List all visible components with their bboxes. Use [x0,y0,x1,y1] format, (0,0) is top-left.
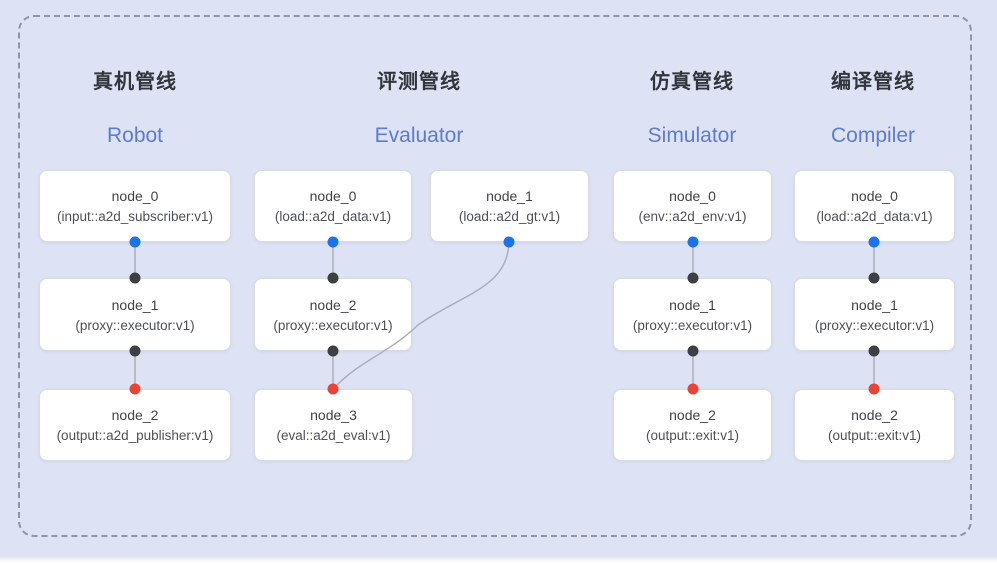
node-name: node_0 [669,188,716,204]
node-type: (output::exit:v1) [827,428,922,443]
pipeline-title-en-compiler: Compiler [830,124,916,147]
pipeline-title-en-robot: Robot [106,124,164,147]
node-name: node_2 [309,296,357,313]
node-box-simulator-node-2: node_2 (output::exit:v1) [613,389,772,461]
node-box-simulator-node-1: node_1 (proxy::executor:v1) [613,278,772,351]
node-box-compiler-node-1: node_1 (proxy::executor:v1) [794,278,955,351]
node-name: node_0 [111,188,159,204]
node-type: (input::a2d_subscriber:v1) [56,209,214,224]
node-type: (load::a2d_data:v1) [816,209,933,224]
node-type: (proxy::executor:v1) [273,317,393,333]
node-name: node_2 [111,407,159,423]
node-box-compiler-node-2: node_2 (output::exit:v1) [794,389,955,461]
node-type: (output::exit:v1) [645,428,740,443]
pipeline-title-zh-evaluator: 评测管线 [377,71,461,93]
node-box-robot-node-1: node_1 (proxy::executor:v1) [39,278,231,351]
node-type: (eval::a2d_eval:v1) [276,428,391,443]
node-type: (proxy::executor:v1) [75,317,195,333]
node-box-evaluator-node-1: node_1 (load::a2d_gt:v1) [430,170,589,242]
pipeline-title-en-evaluator: Evaluator [374,124,464,147]
node-name: node_3 [310,407,357,423]
pipeline-title-zh-compiler: 编译管线 [831,71,915,93]
node-box-compiler-node-0: node_0 (load::a2d_data:v1) [794,170,955,242]
pipeline-title-zh-robot: 真机管线 [93,71,177,93]
node-name: node_0 [309,188,357,204]
pipeline-title-en-simulator: Simulator [647,124,737,147]
node-name: node_1 [111,296,159,313]
node-name: node_2 [851,407,898,423]
node-name: node_1 [669,296,716,313]
node-type: (env::a2d_env:v1) [638,209,747,224]
pipeline-title-zh-simulator: 仿真管线 [650,71,734,93]
node-box-robot-node-0: node_0 (input::a2d_subscriber:v1) [39,170,231,242]
node-type: (proxy::executor:v1) [814,317,935,333]
node-box-evaluator-node-2: node_2 (proxy::executor:v1) [254,278,412,351]
node-name: node_1 [486,188,533,204]
node-name: node_2 [669,407,716,423]
node-type: (load::a2d_gt:v1) [458,209,561,224]
node-name: node_1 [851,296,898,313]
node-box-evaluator-node-3: node_3 (eval::a2d_eval:v1) [254,389,413,461]
node-box-evaluator-node-0: node_0 (load::a2d_data:v1) [254,170,412,242]
bottom-fade [0,556,997,563]
node-type: (load::a2d_data:v1) [274,209,392,224]
node-type: (proxy::executor:v1) [632,317,753,333]
node-box-simulator-node-0: node_0 (env::a2d_env:v1) [613,170,772,242]
node-type: (output::a2d_publisher:v1) [56,428,214,443]
node-name: node_0 [851,188,898,204]
node-box-robot-node-2: node_2 (output::a2d_publisher:v1) [39,389,231,461]
dashed-frame [18,15,972,537]
